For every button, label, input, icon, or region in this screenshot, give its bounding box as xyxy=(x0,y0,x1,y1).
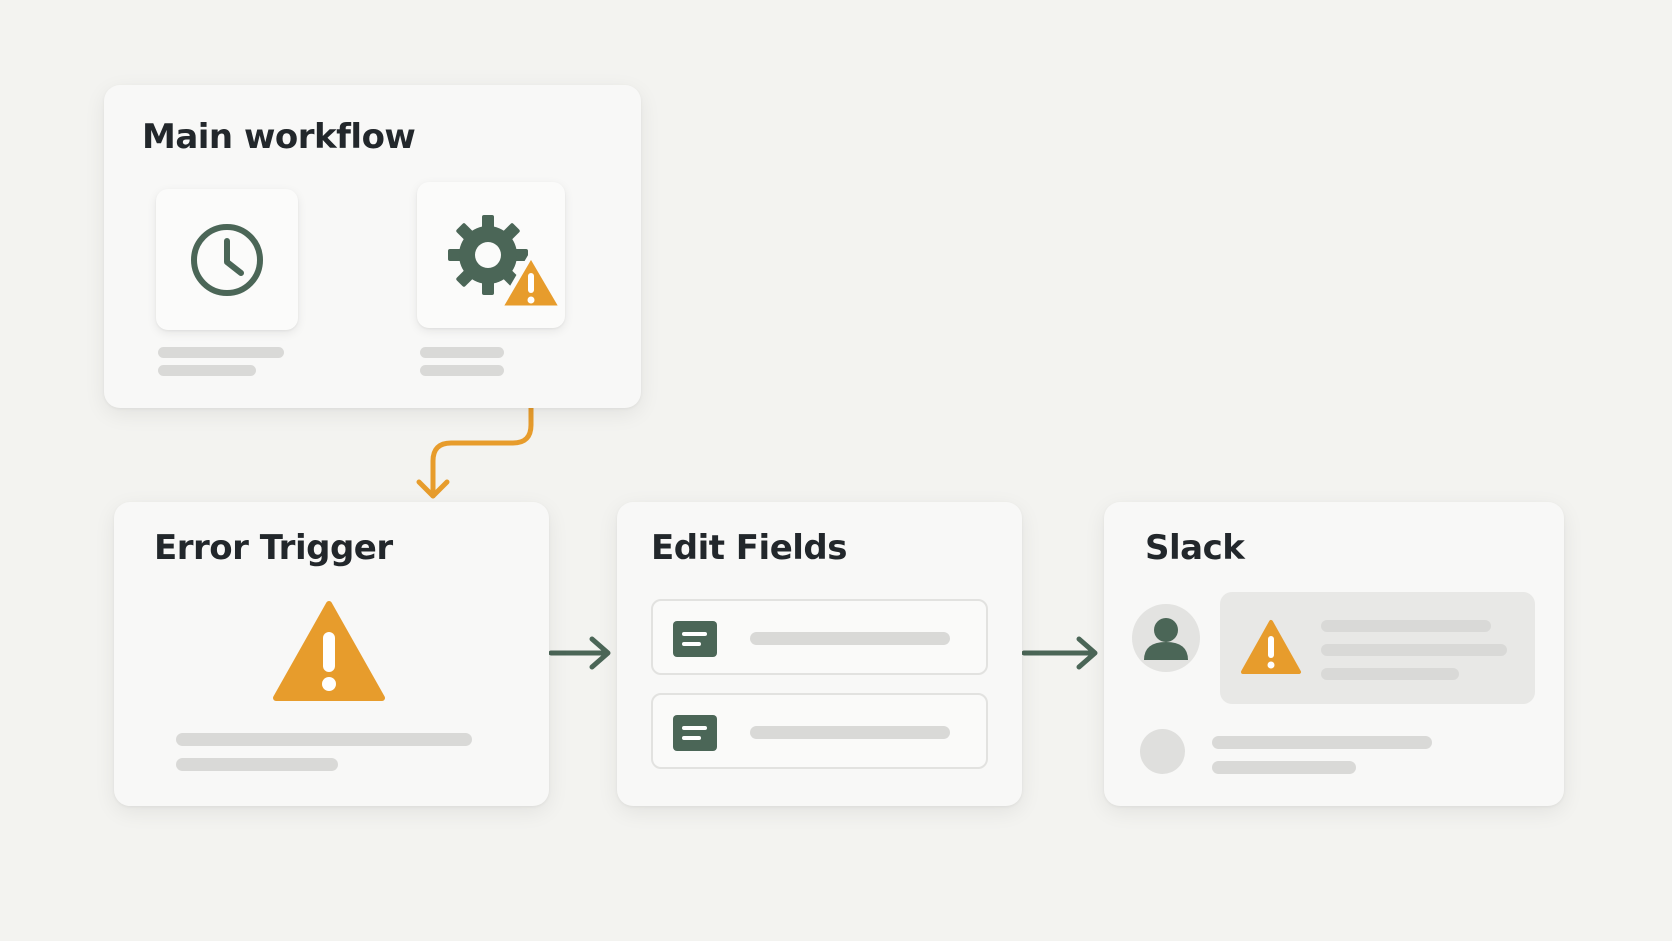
avatar-placeholder-icon xyxy=(1140,729,1185,774)
warning-icon xyxy=(273,601,385,701)
slack-reply-line-2 xyxy=(1212,761,1356,774)
arrow-edit-to-slack xyxy=(1021,636,1098,670)
slack-card[interactable]: Slack xyxy=(1104,502,1564,806)
field-row-2[interactable] xyxy=(651,693,988,769)
process-node[interactable] xyxy=(417,182,565,328)
schedule-node-label-line-1 xyxy=(158,347,284,358)
warning-icon xyxy=(1241,620,1301,674)
slack-reply-line-1 xyxy=(1212,736,1432,749)
main-workflow-title: Main workflow xyxy=(142,117,416,157)
field-row-1[interactable] xyxy=(651,599,988,675)
schedule-node[interactable] xyxy=(156,189,298,330)
process-node-label-line-1 xyxy=(420,347,504,358)
slack-message-line-3 xyxy=(1321,668,1459,680)
edit-fields-title: Edit Fields xyxy=(651,528,847,568)
schedule-node-label-line-2 xyxy=(158,365,256,376)
error-trigger-title: Error Trigger xyxy=(154,528,393,568)
error-trigger-line-2 xyxy=(176,758,338,771)
slack-message-line-1 xyxy=(1321,620,1491,632)
process-node-label-line-2 xyxy=(420,365,504,376)
user-avatar-icon xyxy=(1132,604,1200,672)
edit-fields-card[interactable]: Edit Fields xyxy=(617,502,1022,806)
warning-badge-icon xyxy=(497,252,565,311)
field-row-1-text xyxy=(750,632,950,645)
arrow-error-to-edit xyxy=(548,636,611,670)
field-row-2-text xyxy=(750,726,950,739)
field-icon xyxy=(673,621,717,657)
error-trigger-card[interactable]: Error Trigger xyxy=(114,502,549,806)
clock-icon xyxy=(191,224,263,296)
slack-message-line-2 xyxy=(1321,644,1507,656)
slack-title: Slack xyxy=(1145,528,1245,568)
error-trigger-line-1 xyxy=(176,733,472,746)
field-icon xyxy=(673,715,717,751)
slack-message-bubble[interactable] xyxy=(1220,592,1535,704)
main-workflow-card[interactable]: Main workflow xyxy=(104,85,641,408)
gear-icon xyxy=(448,215,528,295)
